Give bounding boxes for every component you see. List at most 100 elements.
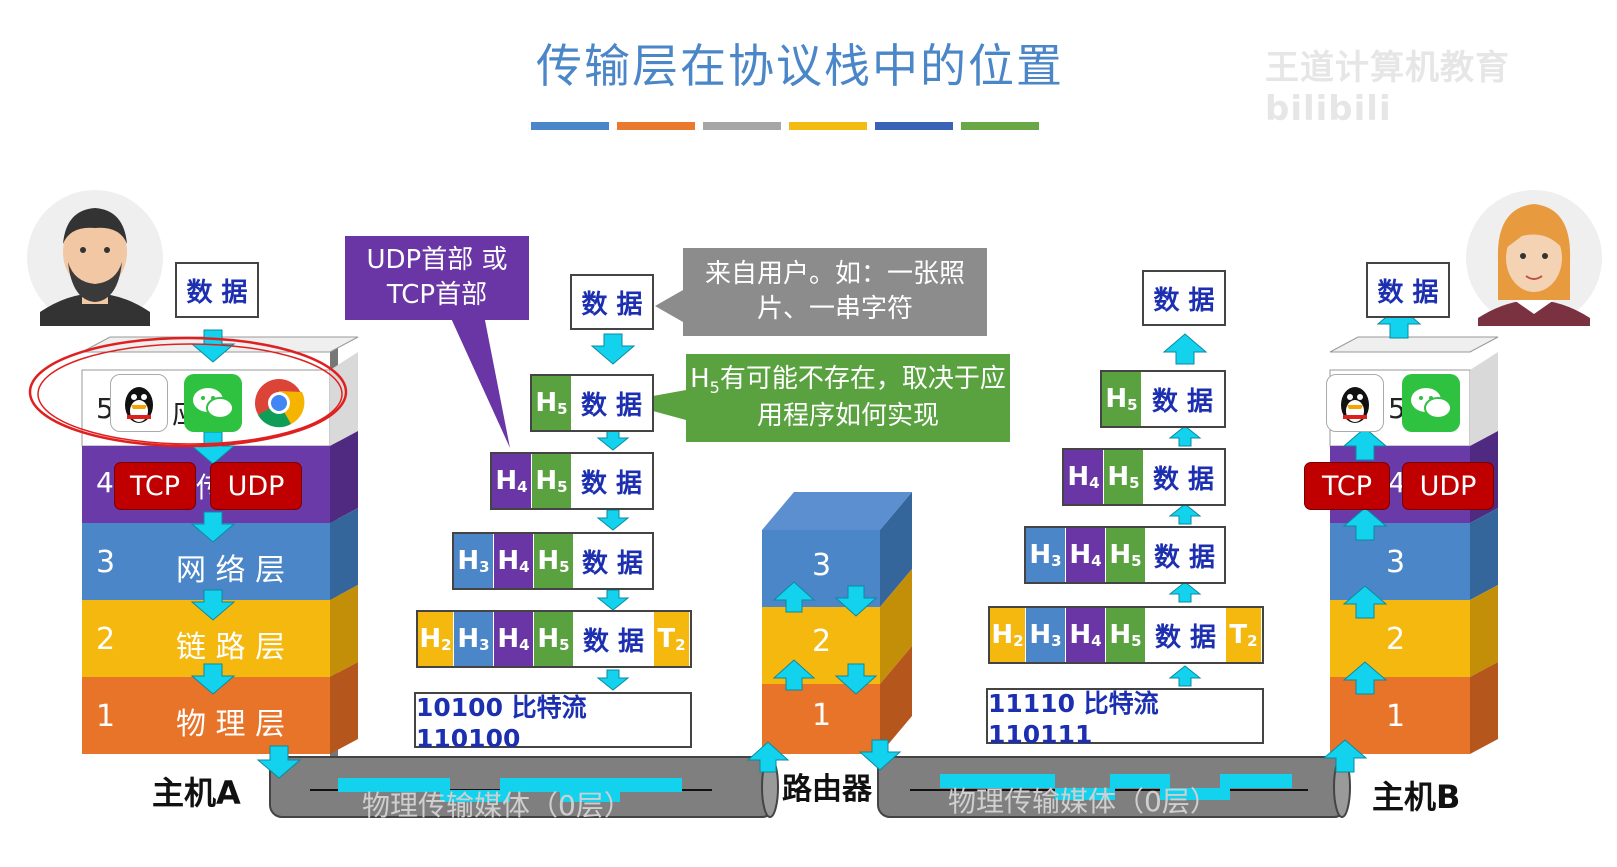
h5-letter: H xyxy=(690,364,710,395)
host-a-data-box: 数 据 xyxy=(175,262,259,318)
router-stack xyxy=(762,492,912,754)
host-b-arrows xyxy=(1322,305,1422,773)
callout-tail-gray xyxy=(655,290,683,322)
layer-number: 2 xyxy=(96,622,116,657)
layer-number: 1 xyxy=(1386,699,1406,734)
h5-subscript: 5 xyxy=(709,378,720,398)
data-cell: 数 据 xyxy=(572,454,652,508)
router-label: 路由器 xyxy=(782,772,872,807)
udp-badge: UDP xyxy=(1402,462,1494,510)
right-column-arrows xyxy=(1162,333,1208,687)
layer-number: 1 xyxy=(96,699,116,734)
layer-number: 2 xyxy=(1386,622,1406,657)
color-bar xyxy=(789,122,867,130)
layer-name: 网 络 层 xyxy=(176,553,286,588)
right-bitstream-box: 11110 比特流 110111 xyxy=(986,688,1264,749)
qq-icon xyxy=(1326,374,1384,432)
callout-from-user: 来自用户。如：一张照片、一串字符 xyxy=(683,248,987,336)
highlight-circle xyxy=(28,336,348,448)
data-cell: 数 据 xyxy=(1144,450,1224,504)
host-b-label: 主机B xyxy=(1372,778,1461,816)
data-cell: 数 据 xyxy=(1146,528,1224,582)
layer-number: 2 xyxy=(812,624,832,659)
layer-number: 3 xyxy=(812,548,832,583)
host-a-label: 主机A xyxy=(152,774,241,812)
color-bar xyxy=(703,122,781,130)
left-column-arrows xyxy=(590,333,636,691)
callout-h5-text: 有可能不存在，取决于应用程序如何实现 xyxy=(719,364,1006,431)
left-bitstream-box: 10100 比特流 110100 xyxy=(414,692,692,753)
chrome-icon xyxy=(250,374,308,432)
tcp-badge: TCP xyxy=(1304,462,1390,510)
layer-number: 4 xyxy=(96,466,114,499)
color-bar xyxy=(875,122,953,130)
callout-udp-tcp-header: UDP首部 或 TCP首部 xyxy=(345,236,529,320)
color-bar xyxy=(531,122,609,130)
callout-tail-purple xyxy=(445,305,510,448)
data-cell: 数 据 xyxy=(574,534,652,588)
callout-h5-may-not-exist: H5有可能不存在，取决于应用程序如何实现 xyxy=(686,354,1010,442)
color-bar xyxy=(961,122,1039,130)
qq-icon xyxy=(110,374,168,432)
data-cell: 数 据 xyxy=(572,376,652,430)
color-bar-strip xyxy=(531,122,1039,130)
avatar-host-b xyxy=(1466,190,1602,326)
host-a-arrows xyxy=(190,329,302,779)
watermark: 王道计算机教育 bilibili xyxy=(1265,48,1510,129)
tcp-badge: TCP xyxy=(114,462,196,510)
layer-number: 1 xyxy=(812,698,832,733)
router-arrows xyxy=(746,581,902,773)
highlight-circle xyxy=(37,343,343,445)
udp-badge: UDP xyxy=(210,462,302,510)
right-data-box: 数 据 xyxy=(1142,270,1226,326)
layer-name: 链 路 层 xyxy=(176,630,286,665)
wechat-icon xyxy=(1402,374,1460,432)
data-cell: 数 据 xyxy=(574,612,654,666)
data-cell: 数 据 xyxy=(1146,608,1226,662)
data-cell: 数 据 xyxy=(1142,372,1224,426)
host-b-data-box: 数 据 xyxy=(1366,262,1450,318)
layer-number: 5 xyxy=(1388,392,1406,425)
medium-label: 物理传输媒体（0层） xyxy=(362,789,632,822)
layer-number: 4 xyxy=(1388,466,1406,499)
layer-number: 3 xyxy=(1386,545,1406,580)
medium-label: 物理传输媒体（0层） xyxy=(948,785,1218,818)
avatar-host-a xyxy=(27,190,163,326)
layer-number: 3 xyxy=(96,545,116,580)
left-data-box: 数 据 xyxy=(570,274,654,330)
color-bar xyxy=(617,122,695,130)
page-title: 传输层在协议栈中的位置 xyxy=(536,39,1064,93)
medium-pipe-left xyxy=(269,756,779,818)
layer-name: 物 理 层 xyxy=(176,707,286,742)
